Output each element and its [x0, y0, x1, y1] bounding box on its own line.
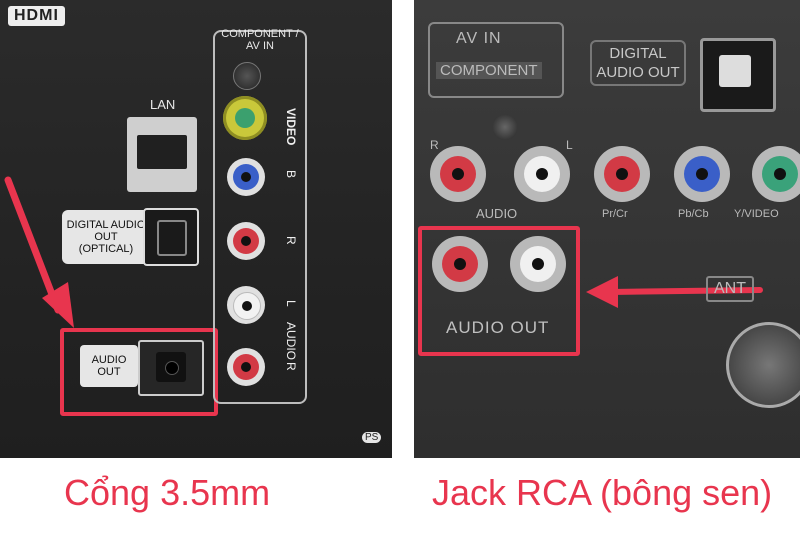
pr-label: R [284, 236, 298, 245]
rca-jack-blue [227, 158, 265, 196]
audio-out-label-right: AUDIO OUT [446, 318, 550, 337]
rca-red-right-2 [594, 146, 650, 202]
component-label: COMPONENT [436, 62, 542, 79]
audio-label: AUDIO [284, 322, 298, 361]
rca-white-audio-out [510, 236, 566, 292]
rca-white-right-1 [514, 146, 570, 202]
audio-out-label: AUDIO OUT [80, 345, 138, 387]
digital-audio-label: DIGITAL AUDIO OUT [590, 40, 686, 86]
ps-badge: PS [362, 432, 382, 443]
highlight-box-audio-out [60, 328, 218, 416]
audio-label-right: AUDIO [476, 206, 518, 221]
rca-jack-red-2 [227, 348, 265, 386]
hdmi-logo: HDMI [8, 6, 65, 26]
pr-label-right: Pr/Cr [602, 208, 628, 220]
rca-jack-white [227, 286, 265, 324]
left-photo-panel: HDMI LAN DIGITAL AUDIO OUT (OPTICAL) AUD… [0, 0, 392, 458]
lan-port [127, 117, 197, 192]
r-label: R [284, 362, 298, 371]
screw-icon-right [492, 114, 518, 140]
right-photo-panel: AV IN COMPONENT DIGITAL AUDIO OUT R L AU… [414, 0, 800, 458]
rca-red-right-1 [430, 146, 486, 202]
pb-label-right: Pb/Cb [678, 208, 709, 220]
optical-label: DIGITAL AUDIO OUT (OPTICAL) [62, 210, 150, 264]
r-label-right: R [430, 138, 439, 152]
arrow-icon-right [584, 268, 764, 317]
caption-left: Cổng 3.5mm [64, 472, 271, 513]
rca-blue-right [674, 146, 730, 202]
lan-label: LAN [150, 97, 176, 112]
pb-label: B [284, 170, 298, 179]
screw-icon [233, 62, 261, 90]
av-in-frame [428, 22, 564, 98]
component-frame [213, 30, 307, 404]
component-header: COMPONENT / AV IN [221, 28, 299, 52]
video-label: VIDEO [284, 108, 298, 146]
audio-jack-35mm [138, 340, 204, 396]
rca-jack-yellow [223, 96, 267, 140]
l-label-right: L [566, 138, 573, 152]
rca-jack-red [227, 222, 265, 260]
av-in-label: AV IN [456, 30, 502, 47]
highlight-box-rca [418, 226, 580, 356]
rca-green-right [752, 146, 800, 202]
arrow-icon [0, 170, 80, 345]
yvideo-label-right: Y/VIDEO [734, 208, 779, 220]
rca-red-audio-out [432, 236, 488, 292]
optical-port-icon [143, 208, 199, 266]
optical-port-right [700, 38, 776, 112]
ant-label: ANT [706, 276, 754, 302]
ant-connector [726, 322, 800, 408]
l-label: L [284, 300, 298, 307]
caption-right: Jack RCA (bông sen) [432, 472, 773, 513]
